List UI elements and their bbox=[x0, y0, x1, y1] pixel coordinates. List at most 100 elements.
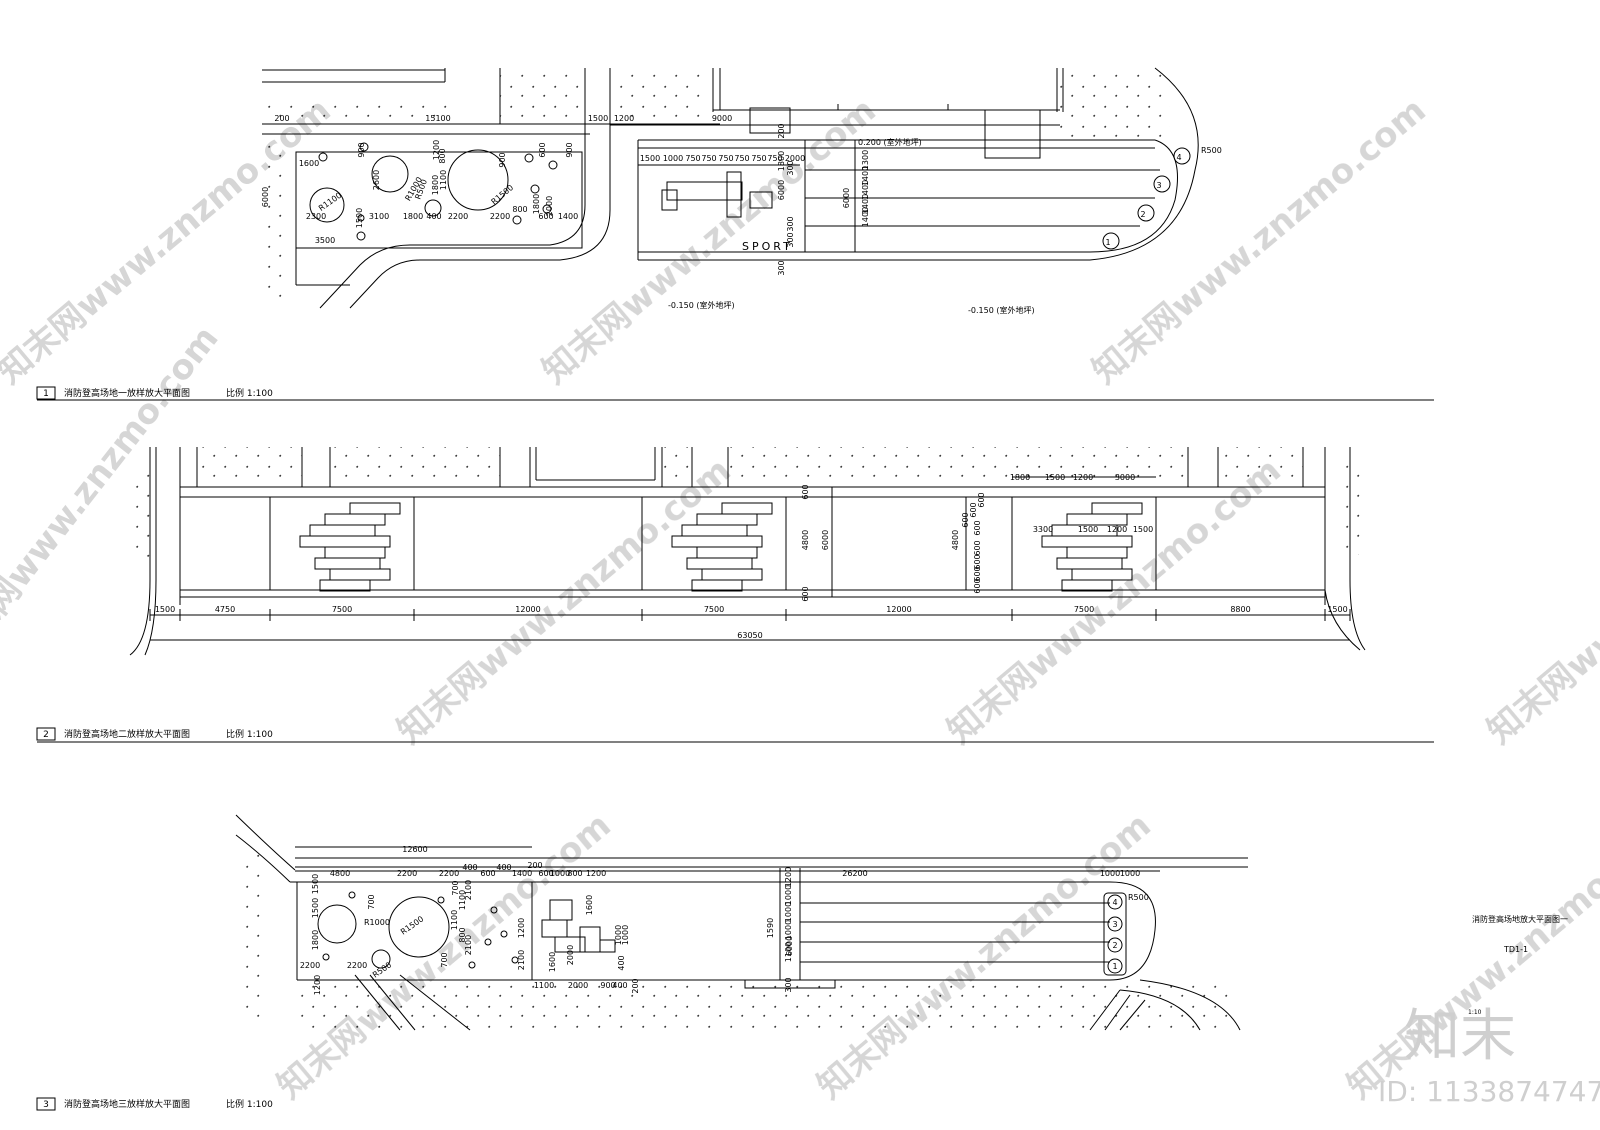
dimension-label: 1000 bbox=[550, 869, 570, 878]
watermark: 知末网www.znzmo.com bbox=[810, 805, 1159, 1107]
dimension-label: 1100 bbox=[458, 890, 467, 910]
lane-number: 1 bbox=[1105, 238, 1110, 247]
plan-1 bbox=[262, 67, 1199, 309]
dimension-label: 600 bbox=[538, 212, 553, 221]
dimension-label: 600 bbox=[961, 512, 970, 527]
dimension-label: 7500 bbox=[332, 605, 352, 614]
dimension-label: 6000 bbox=[777, 180, 786, 200]
lane-number: 3 bbox=[1156, 181, 1161, 190]
dimension-label: 800 bbox=[512, 205, 527, 214]
dimension-label: 7500 bbox=[1074, 605, 1094, 614]
lane-number: 4 bbox=[1112, 898, 1117, 907]
play-step bbox=[1061, 579, 1113, 592]
dimension-label: 12600 bbox=[402, 845, 427, 854]
play-step bbox=[701, 568, 763, 581]
dimension-label: 2000 bbox=[566, 945, 575, 965]
dimension-label: 1300 bbox=[861, 150, 870, 170]
plan-3 bbox=[235, 814, 1248, 1031]
watermark: 知末网www.znzmo.com bbox=[390, 450, 739, 752]
dimension-label: 1500 bbox=[640, 154, 660, 163]
play-step bbox=[721, 502, 773, 515]
dimension-label: 1100 bbox=[439, 170, 448, 190]
dimension-label: 1200 bbox=[784, 867, 793, 887]
dimension-label: 400 bbox=[462, 863, 477, 872]
radius-label: R500 bbox=[1201, 146, 1222, 155]
side-title: 消防登高场地放大平面图一 bbox=[1472, 914, 1568, 924]
sport-label: SPORT bbox=[742, 240, 793, 253]
dimension-label: 2300 bbox=[306, 212, 326, 221]
play-step bbox=[329, 568, 391, 581]
dimension-label: 1000 bbox=[784, 902, 793, 922]
plan-title: 消防登高场地三放样放大平面图 bbox=[64, 1098, 190, 1110]
plan-scale: 比例 1:100 bbox=[226, 387, 273, 399]
dimension-label: 1800 bbox=[431, 175, 440, 195]
play-step bbox=[696, 546, 758, 559]
play-step bbox=[1066, 513, 1128, 526]
elevation-label: 0.200 (室外地坪) bbox=[858, 137, 922, 147]
dimension-label: 1000 bbox=[784, 920, 793, 940]
dimension-label: 12000 bbox=[515, 605, 540, 614]
dimension-label: 750 bbox=[718, 154, 733, 163]
dimension-label: 6000 bbox=[842, 188, 851, 208]
lane-number: 2 bbox=[1140, 210, 1145, 219]
dimension-label: 700 bbox=[367, 894, 376, 909]
dimension-label: 300 bbox=[784, 977, 793, 992]
plan-1-title-block: 1 消防登高场地一放样放大平面图 比例 1:100 bbox=[36, 386, 1434, 401]
play-step bbox=[319, 579, 371, 592]
dimension-label: 600 bbox=[538, 142, 547, 157]
play-step bbox=[671, 535, 763, 548]
dimension-label: 1500 bbox=[311, 898, 320, 918]
plan-2 bbox=[129, 447, 1366, 656]
watermark: 知末网www.znzmo.com bbox=[535, 90, 884, 392]
dimension-label: 3100 bbox=[369, 212, 389, 221]
dimension-label: 2200 bbox=[300, 961, 320, 970]
radius-label: R500 bbox=[1128, 893, 1149, 902]
dimension-label: 900 bbox=[600, 981, 615, 990]
dimension-label: 1500 bbox=[155, 605, 175, 614]
dimension-label: 1600 bbox=[299, 159, 319, 168]
dimension-label: 600 bbox=[801, 484, 810, 499]
dimension-label: 2000 bbox=[545, 196, 554, 216]
play-step bbox=[314, 557, 381, 570]
dimension-label: 700 bbox=[451, 880, 460, 895]
play-step bbox=[324, 513, 386, 526]
dimension-label: 1400 bbox=[861, 166, 870, 186]
play-step bbox=[691, 579, 743, 592]
dimension-label: 1400 bbox=[861, 194, 870, 214]
dimension-label: 1400 bbox=[558, 212, 578, 221]
brand-block: 知末 ID: 1133874747 bbox=[1378, 1004, 1600, 1108]
dimension-label: 1000 bbox=[784, 885, 793, 905]
dimension-label: 600 bbox=[480, 869, 495, 878]
plan-number: 3 bbox=[43, 1100, 49, 1110]
dimension-label: 4800 bbox=[330, 869, 350, 878]
dimension-label: 4800 bbox=[951, 530, 960, 550]
dimension-label: 1400 bbox=[861, 180, 870, 200]
dimension-label: 1000 bbox=[1120, 869, 1140, 878]
dimension-label: 9000 bbox=[712, 114, 732, 123]
watermark: 知末网www.znzmo.com bbox=[940, 450, 1289, 752]
dimension-label: 3300 bbox=[1033, 525, 1053, 534]
dimension-label: 4800 bbox=[801, 530, 810, 550]
dimension-label: 2200 bbox=[397, 869, 417, 878]
dimension-label: 2000 bbox=[785, 154, 805, 163]
dimension-label: 900 bbox=[357, 142, 366, 157]
dimension-label: 1200 bbox=[1107, 525, 1127, 534]
dimension-label: 600 bbox=[973, 566, 982, 581]
dimension-label: 1400 bbox=[861, 207, 870, 227]
dimension-label: 1590 bbox=[766, 918, 775, 938]
watermark: 知末网www.znzmo.com bbox=[0, 90, 339, 392]
radius-label: R1000 bbox=[364, 918, 390, 927]
side-note: 消防登高场地放大平面图一 TD1-1 1:10 bbox=[1468, 914, 1568, 1016]
dimension-label: 750 bbox=[701, 154, 716, 163]
dimension-label: 1000 bbox=[614, 925, 623, 945]
dimension-label: 1500 bbox=[1078, 525, 1098, 534]
dimension-label: 600 bbox=[538, 869, 553, 878]
dimension-label: 600 bbox=[973, 554, 982, 569]
plan-scale: 比例 1:100 bbox=[226, 728, 273, 740]
dimension-label: 2100 bbox=[517, 950, 526, 970]
play-step bbox=[299, 535, 391, 548]
dimension-label: 750 bbox=[751, 154, 766, 163]
